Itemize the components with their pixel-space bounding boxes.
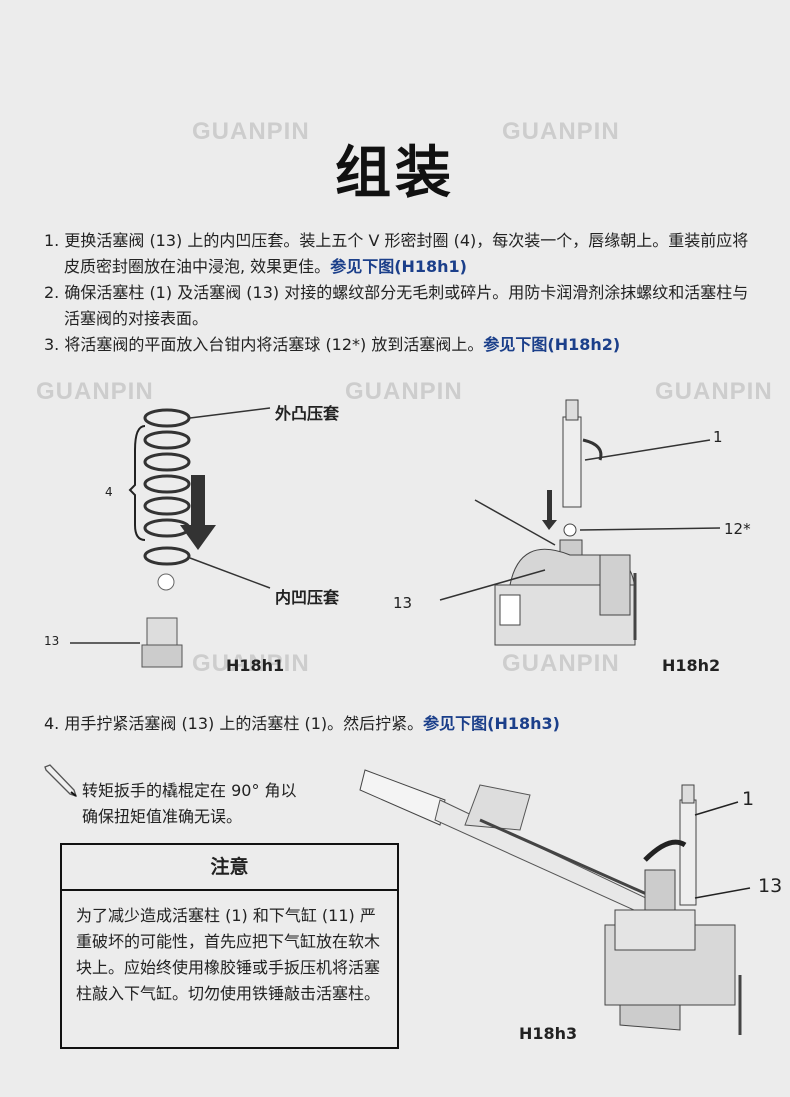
watermark: GUANPIN: [655, 378, 773, 405]
step-text: 3. 将活塞阀的平面放入台钳内将活塞球 (12*) 放到活塞阀上。: [44, 335, 484, 354]
note-line: 确保扭矩值准确无误。: [82, 807, 243, 826]
step-3: 3. 将活塞阀的平面放入台钳内将活塞球 (12*) 放到活塞阀上。参见下图(H1…: [44, 332, 754, 358]
watermark: GUANPIN: [502, 118, 620, 145]
watermark: GUANPIN: [36, 378, 154, 405]
figure-h18h3-diagram: [359, 769, 751, 1035]
label-13: 13: [393, 594, 413, 612]
watermark: GUANPIN: [345, 378, 463, 405]
watermark: GUANPIN: [192, 650, 310, 677]
note-line: 转矩扳手的橇棍定在 90° 角以: [82, 781, 297, 800]
figure-h18h2-diagram: [439, 399, 721, 646]
figure-caption: H18h2: [662, 656, 721, 675]
label-4: 4: [105, 485, 113, 499]
label-13: 13: [758, 875, 783, 897]
step-text: 1. 更换活塞阀 (13) 上的内凹压套。装上五个 V 形密封圈 (4)，每次装…: [44, 231, 749, 276]
caution-title: 注意: [62, 845, 397, 891]
step-text: 4. 用手拧紧活塞阀 (13) 上的活塞柱 (1)。然后拧紧。: [44, 714, 424, 733]
label-outer-sleeve: 外凸压套: [275, 404, 340, 423]
figure-link[interactable]: 参见下图(H18h2): [483, 335, 621, 354]
watermark: GUANPIN: [502, 650, 620, 677]
steps-list: 1. 更换活塞阀 (13) 上的内凹压套。装上五个 V 形密封圈 (4)，每次装…: [44, 228, 754, 358]
label-1: 1: [742, 788, 755, 810]
step-4: 4. 用手拧紧活塞阀 (13) 上的活塞柱 (1)。然后拧紧。参见下图(H18h…: [44, 710, 560, 734]
caution-box: 注意 为了减少造成活塞柱 (1) 和下气缸 (11) 严重破坏的可能性，首先应把…: [60, 843, 399, 1049]
page-title: 组装: [335, 141, 455, 206]
step-2: 2. 确保活塞柱 (1) 及活塞阀 (13) 对接的螺纹部分无毛刺或碎片。用防卡…: [44, 280, 754, 332]
label-1: 1: [713, 428, 723, 446]
label-12: 12*: [724, 520, 751, 538]
figure-h18h1-diagram: [70, 407, 271, 668]
step-text: 2. 确保活塞柱 (1) 及活塞阀 (13) 对接的螺纹部分无毛刺或碎片。用防卡…: [44, 283, 749, 328]
figure-caption: H18h1: [226, 656, 285, 675]
label-inner-sleeve: 内凹压套: [275, 588, 340, 607]
caution-body: 为了减少造成活塞柱 (1) 和下气缸 (11) 严重破坏的可能性，首先应把下气缸…: [76, 906, 381, 1003]
label-13: 13: [44, 634, 60, 648]
figure-link[interactable]: 参见下图(H18h1): [330, 257, 467, 276]
figure-link[interactable]: 参见下图(H18h3): [423, 714, 560, 733]
note-text: 转矩扳手的橇棍定在 90° 角以 确保扭矩值准确无误。: [82, 778, 297, 830]
figure-caption: H18h3: [519, 1024, 578, 1043]
pencil-icon: [44, 764, 78, 798]
watermark: GUANPIN: [192, 118, 310, 145]
step-1: 1. 更换活塞阀 (13) 上的内凹压套。装上五个 V 形密封圈 (4)，每次装…: [44, 228, 754, 280]
